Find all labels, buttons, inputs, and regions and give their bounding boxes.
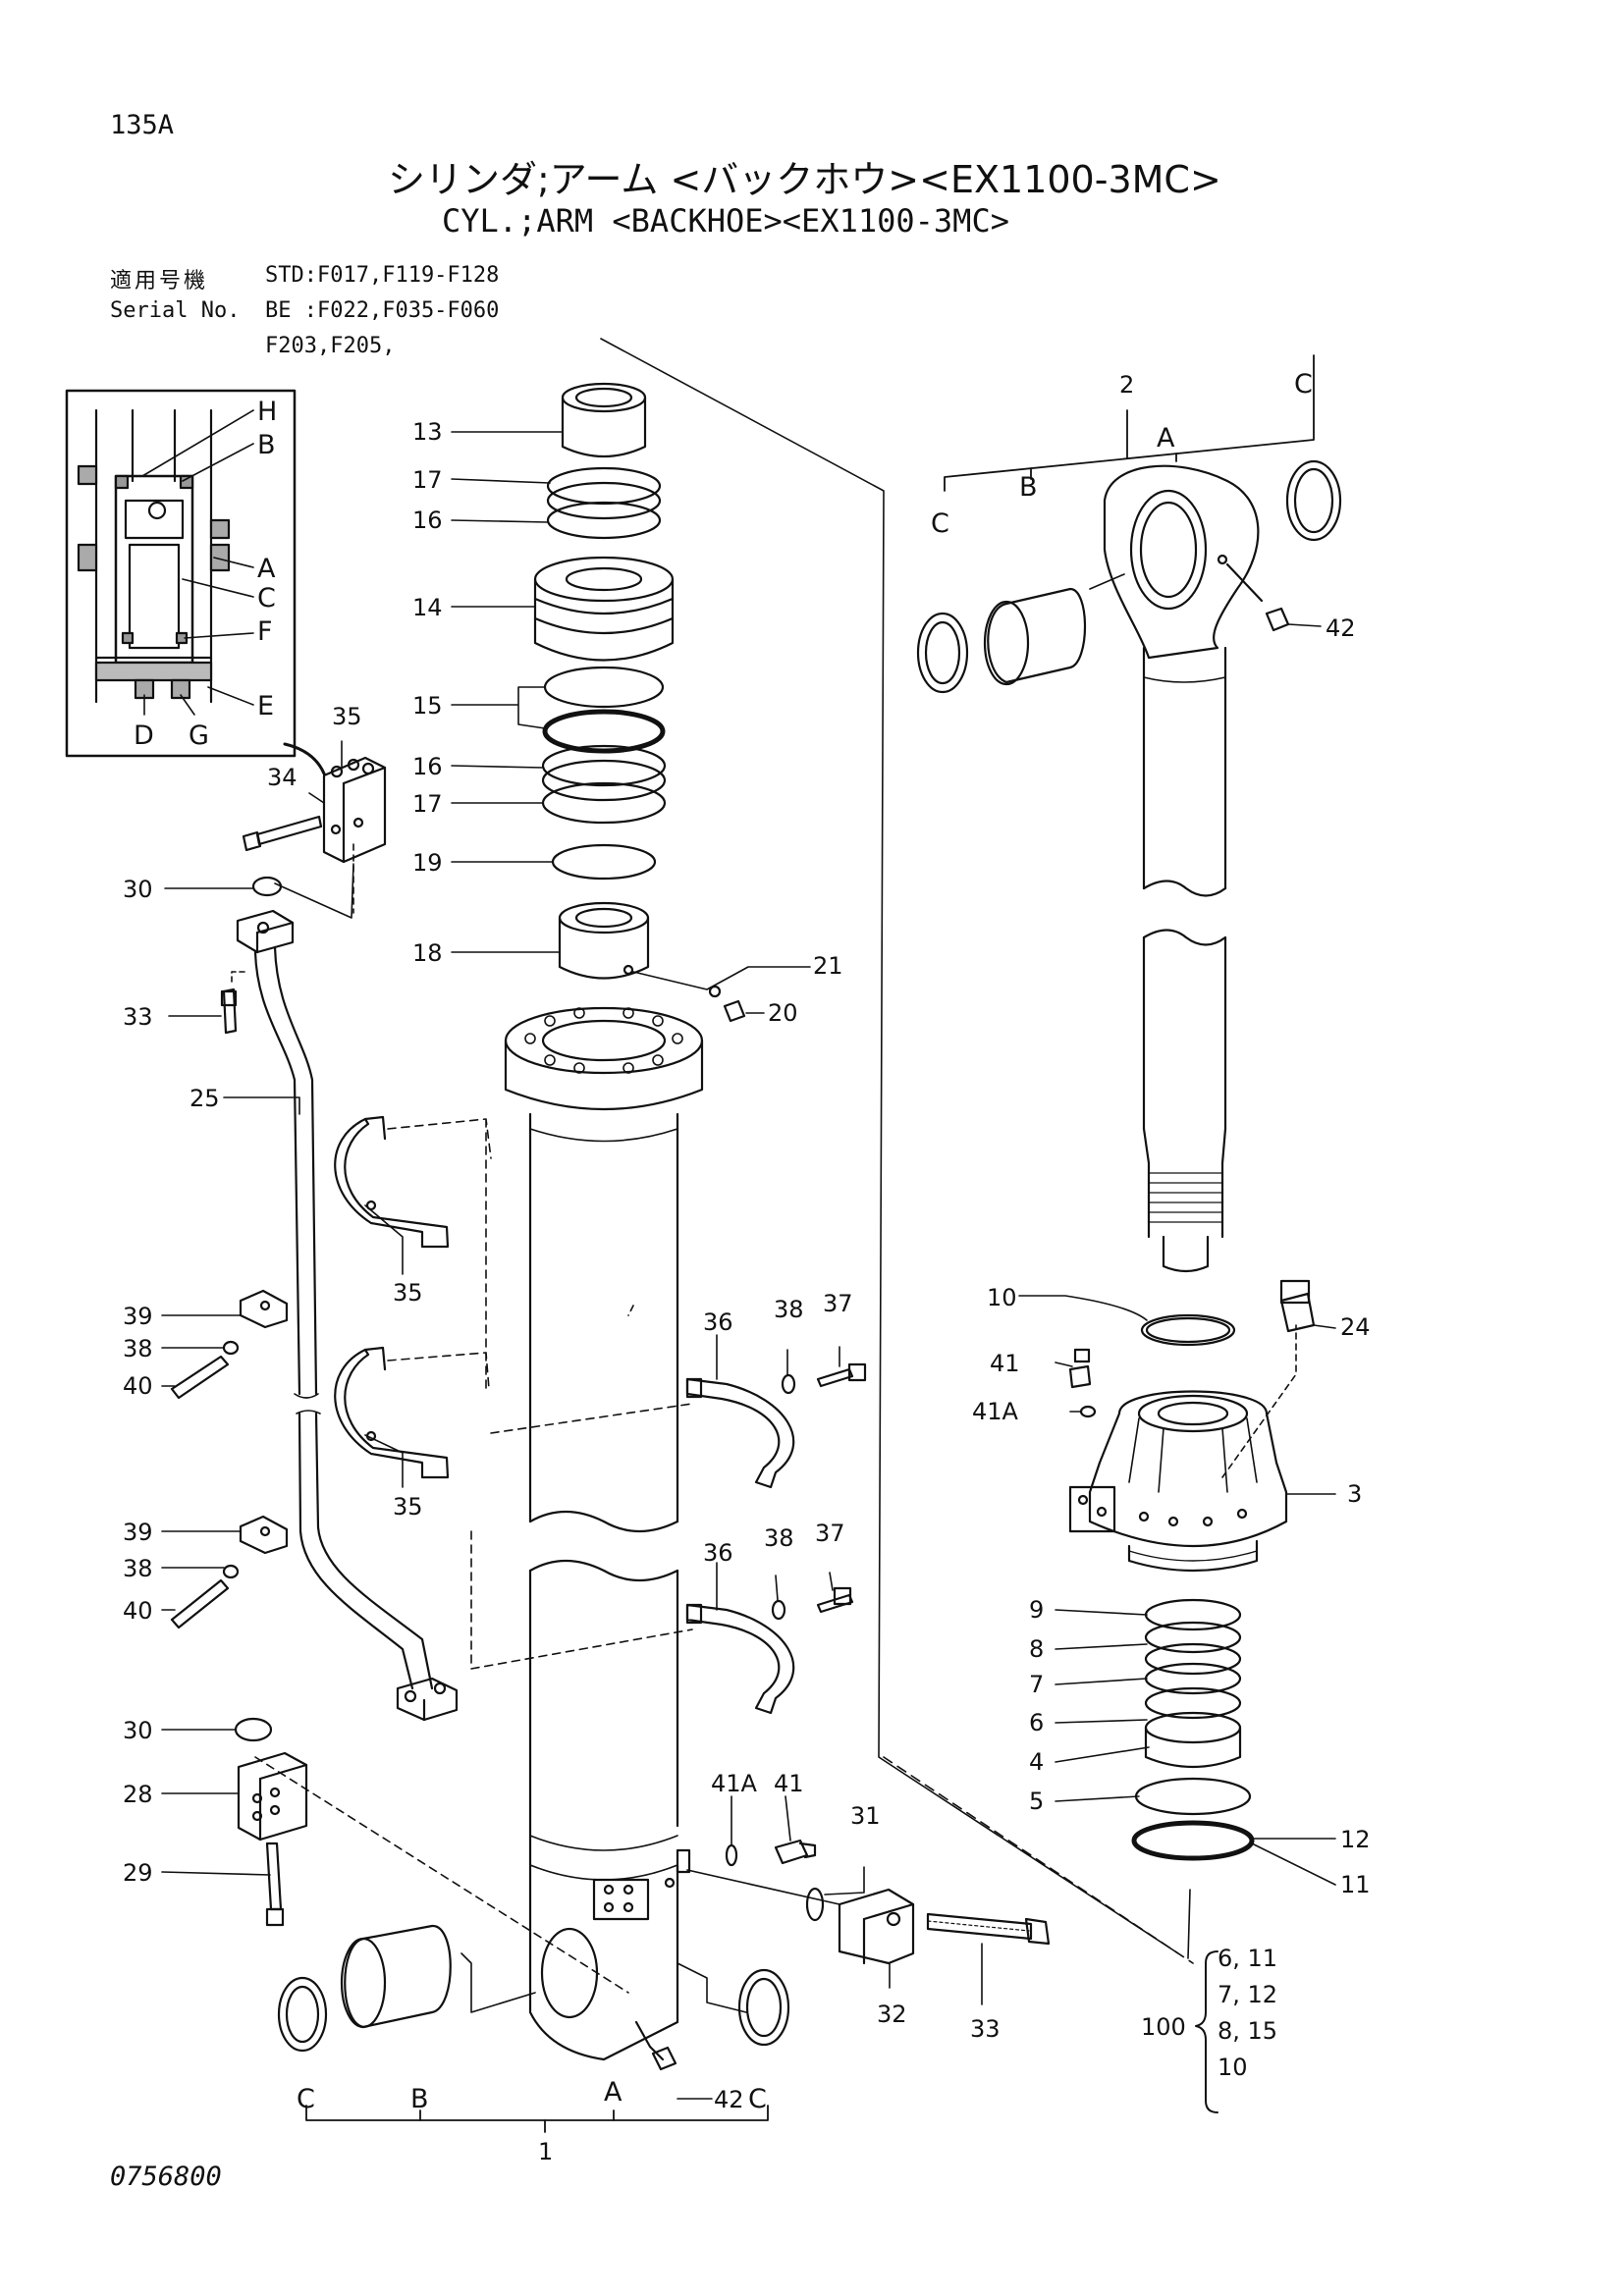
inset-label-g: G: [189, 721, 209, 751]
kit-line-1: 6, 11: [1218, 1945, 1277, 1972]
callout-38-top: 38: [774, 1296, 804, 1323]
serial-label-english: Serial No.: [110, 298, 241, 323]
label-c-top-left: C: [931, 508, 949, 539]
inset-label-f: F: [257, 616, 273, 647]
assembly-guide-lines: [600, 338, 1297, 1964]
callout-28: 32: [877, 2001, 907, 2028]
callout-36-bottom: 36: [703, 1539, 733, 1567]
callout-40-top: 40: [123, 1372, 153, 1400]
callout-38-left-bottom: 38: [123, 1555, 153, 1582]
piston-rod: [916, 459, 1342, 1273]
callout-35-top: 35: [393, 1279, 423, 1307]
callout-41a-lower: 41A: [711, 1770, 758, 1797]
inset-label-d: D: [134, 721, 154, 751]
callout-6: 6: [1029, 1709, 1044, 1736]
kit-line-2: 7, 12: [1218, 1981, 1277, 2008]
label-b-top: B: [1019, 472, 1038, 503]
serial-line-1: STD:F017,F119-F128: [265, 263, 500, 288]
callout-41a-upper: 41A: [972, 1398, 1019, 1425]
callout-13: 13: [412, 418, 443, 446]
callout-37-bottom: 37: [815, 1520, 845, 1547]
callout-34: 33: [123, 1003, 153, 1031]
kit-line-3: 8, 15: [1218, 2017, 1277, 2045]
inset-section-view: H B A C F E D G: [65, 389, 297, 758]
leader-lines: [161, 431, 1336, 2100]
callout-16-bottom: 16: [412, 753, 443, 780]
callout-41-upper: 41: [990, 1350, 1020, 1377]
callout-5: 5: [1029, 1788, 1044, 1815]
callout-31: 31: [850, 1802, 881, 1830]
callout-17-bottom: 17: [412, 790, 443, 818]
label-c-bottom-left: C: [297, 2084, 315, 2114]
callout-38-left-top: 38: [123, 1335, 153, 1362]
callout-41-lower: 41: [774, 1770, 804, 1797]
lower-fittings: [686, 1839, 1051, 1965]
callout-8: 8: [1029, 1635, 1044, 1663]
inset-label-c: C: [257, 583, 276, 614]
callout-1: 1: [538, 2138, 553, 2165]
title-english: CYL.;ARM <BACKHOE><EX1100-3MC>: [442, 202, 1009, 240]
callout-27: 29: [123, 1859, 153, 1887]
callout-10: 10: [987, 1284, 1017, 1311]
callout-33: 35: [332, 703, 362, 730]
callout-29: 33: [970, 2015, 1001, 2043]
callout-18: 18: [412, 939, 443, 967]
cylinder-tube: [504, 382, 811, 2071]
callout-37-top: 37: [823, 1290, 853, 1317]
callout-15: 15: [412, 692, 443, 720]
label-a-top: A: [1157, 423, 1175, 454]
inset-label-b: B: [257, 430, 276, 460]
callout-30-top: 30: [123, 876, 153, 903]
bottom-bushings: [277, 1924, 790, 2053]
label-c-top-right: C: [1294, 369, 1313, 400]
callout-24: 24: [1340, 1313, 1371, 1341]
callout-4: 4: [1029, 1748, 1044, 1776]
callout-12: 12: [1340, 1826, 1371, 1853]
callout-25: 25: [189, 1085, 220, 1112]
callout-2: 2: [1119, 371, 1134, 399]
callout-labels: 13 17 16 14 15 16 17 19 18 21 20 35 34 3…: [123, 369, 1371, 2165]
callout-36-top: 36: [703, 1308, 733, 1336]
serial-label-japanese: 適用号機: [110, 269, 209, 294]
inset-label-h: H: [257, 397, 277, 427]
serial-line-2: BE :F022,F035-F060: [265, 298, 500, 323]
clamps-and-brackets: [170, 1115, 867, 1715]
callout-3: 3: [1347, 1480, 1362, 1508]
kit-line-4: 10: [1218, 2054, 1248, 2081]
callout-17-top: 17: [412, 466, 443, 494]
callout-26: 28: [123, 1781, 153, 1808]
inset-label-e: E: [257, 691, 274, 721]
title-japanese: シリンダ;アーム <バックホウ><EX1100-3MC>: [388, 158, 1221, 201]
seal-kit-legend: 100 6, 11 7, 12 8, 15 10: [1141, 1945, 1277, 2113]
kit-number: 100: [1141, 2013, 1186, 2041]
document-number: 0756800: [110, 2162, 222, 2192]
callout-38-bottom: 38: [764, 1524, 794, 1552]
callout-11: 11: [1340, 1871, 1371, 1898]
label-a-bottom: A: [604, 2077, 623, 2108]
callout-7: 7: [1029, 1671, 1044, 1698]
callout-20: 20: [768, 999, 798, 1027]
callout-35-bottom: 35: [393, 1493, 423, 1521]
callout-30-bottom: 30: [123, 1717, 153, 1744]
callout-9: 9: [1029, 1596, 1044, 1624]
callout-32: 34: [267, 764, 298, 791]
callout-14: 14: [412, 594, 443, 621]
label-c-bottom-right: C: [748, 2084, 767, 2114]
callout-42-lower: 42: [714, 2086, 744, 2113]
page-number: 135A: [110, 110, 175, 140]
callout-19: 19: [412, 849, 443, 877]
callout-39-bottom: 39: [123, 1519, 153, 1546]
callout-39-top: 39: [123, 1303, 153, 1330]
group-brackets: [305, 354, 1315, 2133]
inset-label-a: A: [257, 554, 276, 584]
label-b-bottom: B: [410, 2084, 429, 2114]
callout-42-upper: 42: [1326, 614, 1356, 642]
callout-40-bottom: 40: [123, 1597, 153, 1625]
serial-line-3: F203,F205,: [265, 334, 396, 358]
callout-16-top: 16: [412, 507, 443, 534]
callout-21: 21: [813, 952, 843, 980]
cylinder-head: [1068, 1279, 1316, 1861]
